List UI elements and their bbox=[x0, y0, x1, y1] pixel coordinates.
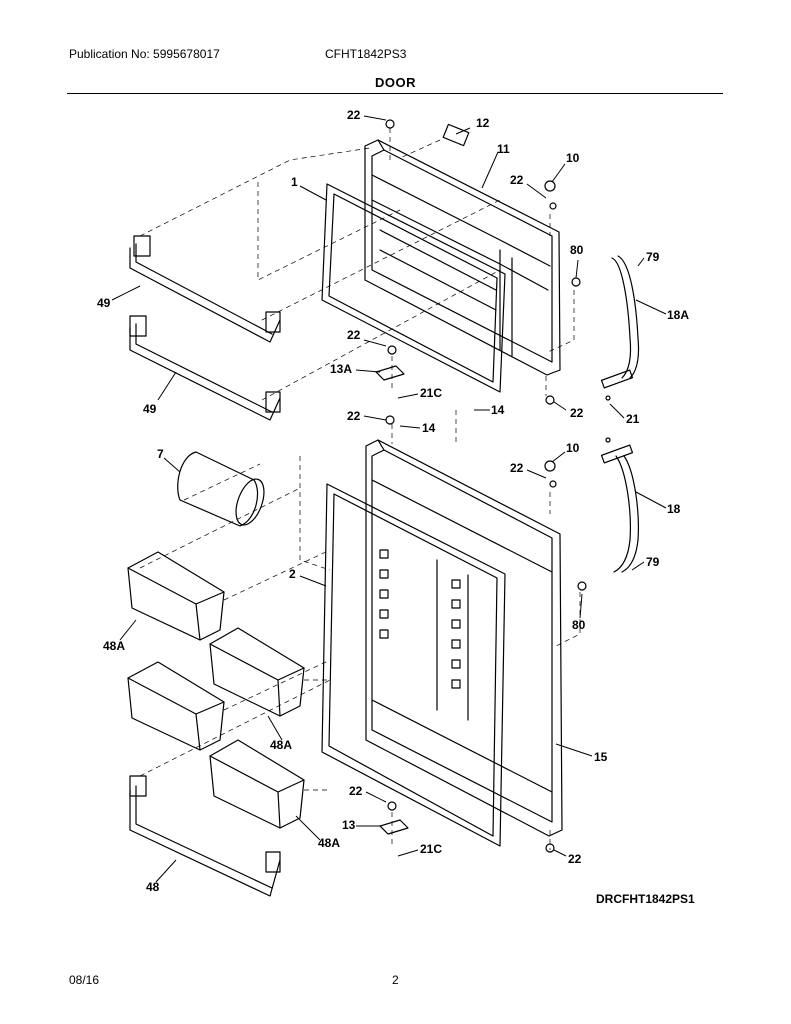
callout-11: 11 bbox=[497, 142, 510, 156]
callout-13a: 13A bbox=[330, 362, 352, 376]
callout-22: 22 bbox=[349, 784, 363, 798]
door-rail-bottom bbox=[129, 775, 281, 897]
header-rule bbox=[67, 93, 723, 94]
callout-79: 79 bbox=[646, 555, 660, 569]
callout-labels: 22 12 11 10 22 1 80 79 18A 49 22 13A 21C… bbox=[97, 108, 689, 894]
publication-number: Publication No: 5995678017 bbox=[69, 47, 220, 61]
hinge-upper bbox=[375, 345, 405, 381]
callout-13: 13 bbox=[342, 818, 356, 832]
callout-18a: 18A bbox=[667, 308, 689, 322]
diagram-code: DRCFHT1842PS1 bbox=[596, 892, 695, 906]
fresh-food-door-panel bbox=[365, 439, 563, 837]
callout-leaders bbox=[111, 115, 667, 883]
screw-icon bbox=[544, 460, 556, 472]
callout-21c: 21C bbox=[420, 386, 442, 400]
door-bin-3 bbox=[127, 661, 225, 751]
callout-22: 22 bbox=[510, 173, 524, 187]
callout-48a: 48A bbox=[318, 836, 340, 850]
footer-date: 08/16 bbox=[69, 973, 100, 987]
callout-22: 22 bbox=[347, 409, 361, 423]
callout-49: 49 bbox=[143, 402, 157, 416]
callout-22: 22 bbox=[347, 108, 361, 122]
page-number: 2 bbox=[392, 973, 399, 987]
screw-icon bbox=[385, 415, 395, 425]
callout-80: 80 bbox=[572, 618, 586, 632]
door-dikes bbox=[379, 549, 461, 689]
screw-icon bbox=[385, 119, 395, 129]
screw-icon bbox=[544, 180, 556, 192]
door-bin-1 bbox=[127, 551, 225, 641]
callout-10: 10 bbox=[566, 441, 580, 455]
screw-icon bbox=[577, 581, 587, 591]
screw-icon bbox=[571, 277, 581, 287]
label-plate bbox=[442, 123, 470, 147]
callout-18: 18 bbox=[667, 502, 681, 516]
screw-icon bbox=[549, 480, 557, 488]
callout-21c: 21C bbox=[420, 842, 442, 856]
callout-80: 80 bbox=[570, 243, 584, 257]
callout-10: 10 bbox=[566, 151, 580, 165]
callout-1: 1 bbox=[291, 175, 298, 189]
door-bin-4 bbox=[209, 739, 305, 829]
callout-22: 22 bbox=[570, 406, 584, 420]
callout-22: 22 bbox=[510, 461, 524, 475]
callout-14: 14 bbox=[491, 403, 505, 417]
door-rail-upper bbox=[129, 235, 281, 343]
screw-icon bbox=[605, 395, 611, 401]
handle-lower bbox=[600, 444, 639, 573]
screw-icon bbox=[605, 437, 611, 443]
callout-12: 12 bbox=[476, 116, 490, 130]
door-rail-lower bbox=[129, 315, 281, 421]
callout-48a: 48A bbox=[270, 738, 292, 752]
callout-7: 7 bbox=[157, 447, 164, 461]
callout-48a: 48A bbox=[103, 639, 125, 653]
callout-21: 21 bbox=[626, 412, 640, 426]
callout-49: 49 bbox=[97, 296, 111, 310]
hinge-lower bbox=[379, 801, 409, 835]
callout-22: 22 bbox=[347, 328, 361, 342]
callout-14: 14 bbox=[422, 421, 436, 435]
cylinder-bin bbox=[177, 451, 265, 527]
callout-15: 15 bbox=[594, 750, 608, 764]
screw-icon bbox=[549, 202, 557, 210]
handle-upper bbox=[600, 255, 640, 389]
freezer-door-panel bbox=[364, 123, 561, 376]
model-number: CFHT1842PS3 bbox=[325, 47, 407, 61]
callout-48: 48 bbox=[146, 880, 160, 894]
section-title: DOOR bbox=[375, 75, 416, 90]
freezer-door-gasket bbox=[321, 183, 506, 393]
callout-22: 22 bbox=[568, 852, 582, 866]
screw-icon bbox=[545, 395, 555, 405]
callout-79: 79 bbox=[646, 250, 660, 264]
callout-2: 2 bbox=[289, 567, 296, 581]
door-bin-2 bbox=[209, 627, 305, 717]
guide-lines bbox=[139, 128, 581, 850]
